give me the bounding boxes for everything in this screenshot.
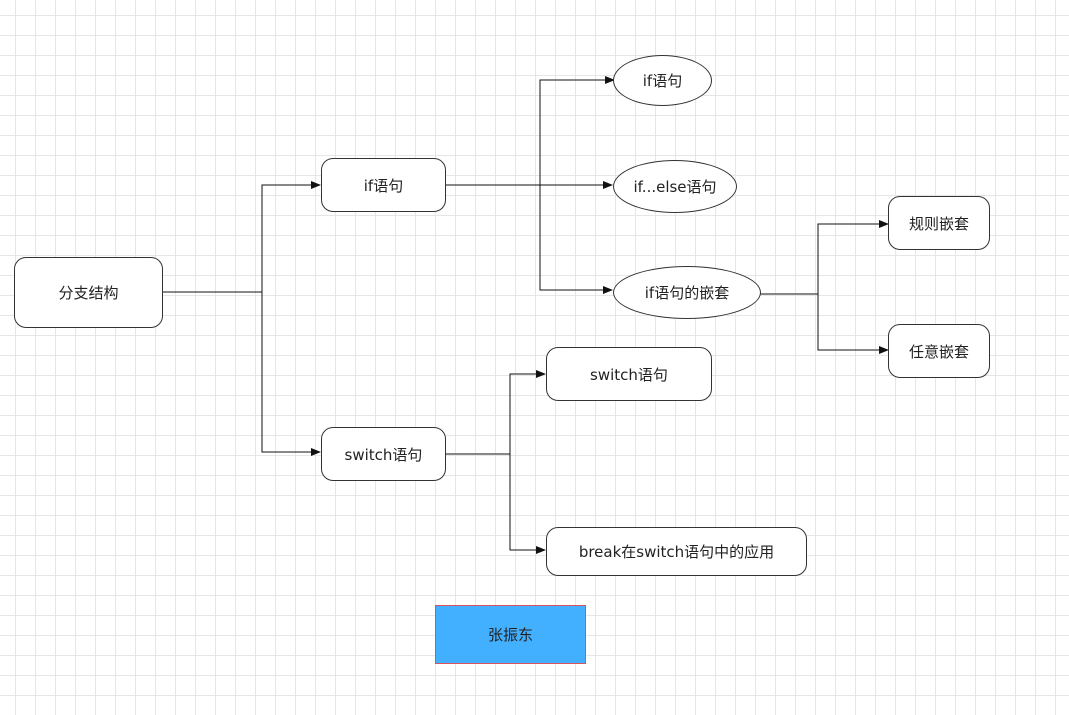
node-switch-child[interactable]: switch语句 xyxy=(546,347,712,401)
node-any-nesting[interactable]: 任意嵌套 xyxy=(888,324,990,378)
connector-nested-to-rule xyxy=(760,220,889,295)
node-break-in-switch[interactable]: break在switch语句中的应用 xyxy=(546,527,807,576)
node-if-simple[interactable]: if语句 xyxy=(613,55,712,106)
connector-if-to-if-simple xyxy=(539,76,615,185)
node-if-else[interactable]: if...else语句 xyxy=(613,160,737,213)
node-if-statement[interactable]: if语句 xyxy=(321,158,446,212)
node-switch-statement[interactable]: switch语句 xyxy=(321,427,446,481)
connector-root-to-if xyxy=(162,181,321,293)
connector-if-to-if-nested xyxy=(539,185,613,294)
author-label-box[interactable]: 张振东 xyxy=(435,605,586,664)
connector-nested-to-any xyxy=(817,294,889,354)
connector-root-to-switch xyxy=(261,292,321,456)
root-node-branch-structure[interactable]: 分支结构 xyxy=(14,257,163,328)
node-rule-nesting[interactable]: 规则嵌套 xyxy=(888,196,990,250)
connector-switch-to-switch-child xyxy=(446,370,546,455)
connector-switch-to-break xyxy=(509,454,546,554)
node-if-nested[interactable]: if语句的嵌套 xyxy=(613,266,761,319)
